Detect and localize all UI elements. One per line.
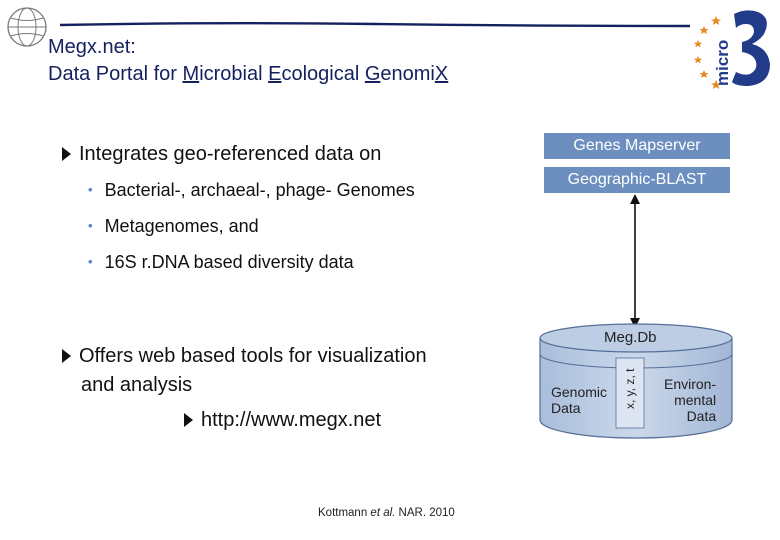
bullet-dot-icon: • [88,182,93,197]
bullet-offers: Offers web based tools for visualization [62,342,427,370]
bullet-arrow-icon [62,349,71,363]
page-subtitle: Data Portal for Microbial Ecological Gen… [48,63,449,85]
citation: Kottmann et al. NAR. 2010 [318,507,455,519]
list-item: •16S r.DNA based diversity data [88,252,354,272]
bullet-arrow-icon [62,147,71,161]
genes-mapserver-box: Genes Mapserver [544,133,730,159]
bullet-url: http://www.megx.net [184,406,381,434]
list-item: •Bacterial-, archaeal-, phage- Genomes [88,180,415,200]
globe-icon [7,7,47,47]
bullet-dot-icon: • [88,254,93,269]
header-rule [60,22,690,28]
logo-text: micro [713,40,732,86]
bullet-offers-continued: and analysis [81,374,193,396]
geographic-blast-box: Geographic-BLAST [544,167,730,193]
xyzt-label: x, y, z, t [623,368,637,409]
micro3-logo: micro [693,10,770,89]
double-arrow-icon [630,194,640,328]
megdb-title: Meg.Db [604,329,657,346]
bullet-integrates: Integrates geo-referenced data on [62,140,381,168]
database-cylinder [539,323,733,439]
page-title: Megx.net: [48,36,136,58]
megx-link[interactable]: http://www.megx.net [201,409,382,431]
bullet-arrow-icon [184,413,193,427]
list-item: •Metagenomes, and [88,216,259,236]
bullet-dot-icon: • [88,218,93,233]
